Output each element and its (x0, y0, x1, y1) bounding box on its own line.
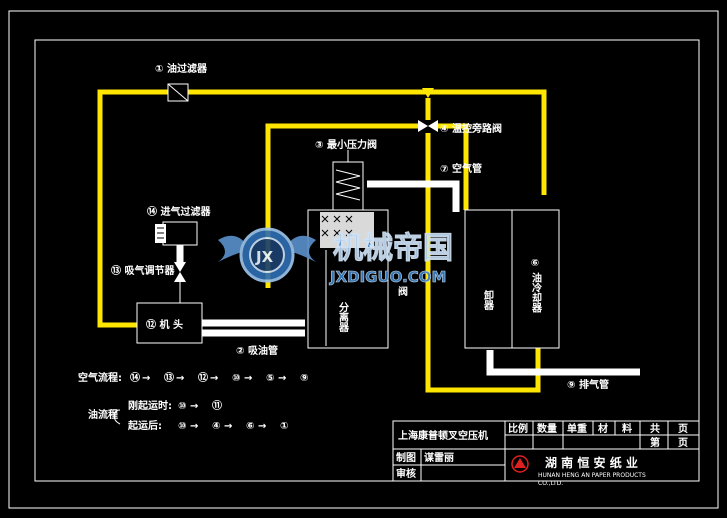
oil-line-top (188, 89, 547, 195)
cooler-assembly (464, 209, 560, 349)
label-unloader: 卸器 (482, 289, 495, 311)
air-flow-arrow: → (142, 373, 150, 384)
label-oil-cooler: ⑥ 油冷却器 (530, 258, 543, 313)
company-logo-icon (511, 455, 529, 473)
page-unit: 页 (678, 437, 688, 449)
air-flow-step: ⑭ (130, 371, 140, 384)
drawn-label: 制图 (396, 451, 416, 464)
oil-start-step: ⑩ (178, 401, 186, 412)
oil-run-step: ⑥ (246, 421, 254, 432)
label-suction-pipe: ② 吸油管 (236, 344, 278, 357)
oil-cooler-box (511, 209, 560, 349)
header-material-2: 料 (622, 422, 632, 435)
suction-regulator (174, 262, 186, 303)
oil-start-step: ⑪ (212, 399, 222, 412)
label-air-pipe: ⑦ 空气管 (440, 162, 482, 175)
outer-frame (8, 10, 719, 509)
oil-filter (167, 83, 189, 102)
inner-frame (34, 39, 700, 482)
label-fragment-right: 阀 (398, 285, 408, 298)
label-oil-filter: ① 油过滤器 (155, 62, 208, 75)
header-weight: 单重 (567, 422, 587, 435)
watermark-en: JXDIGUO.COM (329, 268, 446, 286)
oil-run-arrow: → (224, 421, 232, 432)
header-material-1: 材 (598, 422, 608, 435)
oil-run-step: ⑩ (178, 421, 186, 432)
oil-run-step: ① (280, 421, 288, 432)
company-name-cn: 湖 南 恒 安 纸 业 (545, 455, 638, 470)
air-line-exhaust (486, 350, 640, 376)
oil-start-label: 刚起运时: (128, 399, 172, 412)
oil-run-arrow: → (190, 421, 198, 432)
page-label: 第 (650, 436, 660, 449)
oil-flow-label: 油流程 (88, 408, 118, 421)
label-compressor-head: ⑫ 机 头 (146, 318, 183, 331)
drawn-name: 谋雷丽 (424, 451, 454, 464)
air-flow-step: ⑬ (164, 371, 174, 384)
air-flow-label: 空气流程: (78, 371, 122, 384)
air-lines (176, 180, 640, 376)
unloader-box (464, 209, 513, 349)
label-min-pressure-valve: ③ 最小压力阀 (315, 138, 377, 151)
air-flow-step: ⑤ (266, 373, 274, 384)
label-exhaust-pipe: ⑨ 排气管 (567, 378, 609, 391)
air-flow-step: ⑨ (300, 373, 308, 384)
header-qty: 数量 (537, 422, 557, 435)
watermark-gear-icon: JX (218, 227, 316, 283)
watermark: JX 机械帝国 JXDIGUO.COM (218, 227, 454, 286)
label-bypass-valve: ④ 温控旁路阀 (440, 122, 502, 135)
oil-run-arrow: → (258, 421, 266, 432)
oil-start-steps: ⑩ → ⑪ (178, 399, 222, 412)
title-block: 上海康普顿叉空压机 比例 数量 单重 材 料 共 页 第 页 制图 谋雷丽 审核… (392, 420, 700, 487)
watermark-logo-text: JX (255, 248, 274, 266)
company-name-en-2: CO.,LTD. (538, 480, 563, 487)
header-pages: 页 (678, 423, 688, 435)
header-total: 共 (650, 422, 660, 435)
compressor-head-box (136, 302, 203, 344)
air-flow-arrow: → (244, 373, 252, 384)
air-flow-arrow: → (278, 373, 286, 384)
air-flow-step: ⑩ (232, 373, 240, 384)
air-line-top (367, 180, 460, 212)
oil-line-left (97, 89, 168, 328)
oil-run-steps: ⑩ → ④ → ⑥ → ① (178, 421, 288, 432)
label-suction-regulator: ⑬ 吸气调节器 (111, 264, 175, 277)
watermark-cn: 机械帝国 (333, 231, 453, 266)
intake-filter (155, 221, 198, 246)
oil-line-bypass-right (432, 123, 469, 210)
label-intake-filter: ⑭ 进气过滤器 (147, 205, 211, 218)
min-pressure-valve (332, 150, 364, 211)
drawing-title: 上海康普顿叉空压机 (398, 429, 488, 442)
bypass-valve (418, 88, 438, 132)
check-label: 审核 (396, 467, 416, 480)
label-separator: 分离器 (337, 301, 350, 333)
air-flow-arrow: → (176, 373, 184, 384)
oil-run-label: 起运后: (127, 419, 162, 432)
oil-run-step: ④ (212, 421, 220, 432)
oil-separator (307, 209, 389, 349)
air-flow-arrow: → (210, 373, 218, 384)
flow-description: 空气流程: ⑭→⑬→⑫→⑩→⑤→⑨ 油流程 刚起运时: ⑩→⑪ 起运后: ⑩→④… (78, 371, 308, 432)
air-flow-steps: ⑭→⑬→⑫→⑩→⑤→⑨ (130, 371, 308, 384)
air-flow-step: ⑫ (198, 371, 208, 384)
header-scale: 比例 (508, 422, 528, 435)
company-name-en: HUNAN HENG AN PAPER PRODUCTS (538, 472, 646, 479)
oil-start-arrow: → (190, 401, 198, 412)
